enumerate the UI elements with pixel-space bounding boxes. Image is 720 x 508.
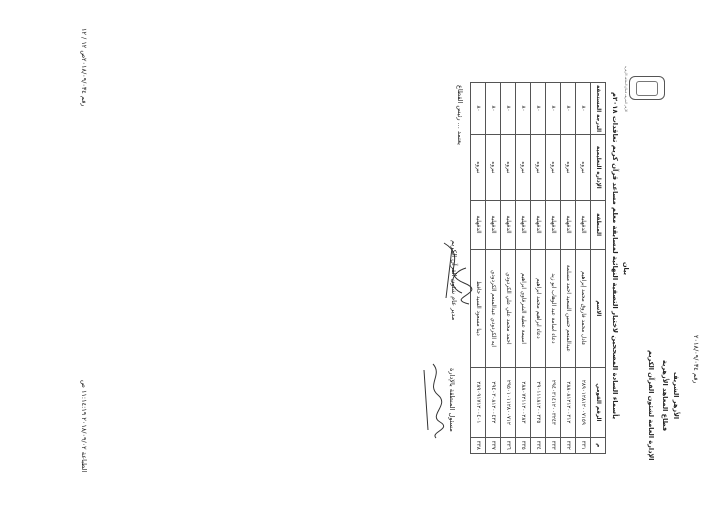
header-department: الإدارة العامة لشئون القرآن الكريم xyxy=(647,350,655,461)
region-official-label: مسئول المنطقة بالإدارة xyxy=(448,368,456,432)
col-header-index: م xyxy=(590,437,606,454)
cell-index: ٣٣١ xyxy=(575,437,591,454)
footer-ref-number: رقم ٢٠١٨/٠٩/٠٣٤ xyxy=(80,58,88,107)
table-header-row: م الرقم القومي الاسم المنطقة الإدارة الت… xyxy=(590,82,606,454)
cell-name: عبدالمنعم حسين السعيد احمد مسلمة xyxy=(560,249,576,368)
cell-admin: نبروه xyxy=(560,134,576,201)
footer-print-date: الطباعة ٢٠١٨/٠٩/٠٢ ١١:١٤:١٩ ص xyxy=(80,380,88,473)
header-sector: قطاع المعاهد الأزهرية xyxy=(661,360,669,432)
cell-name: احمد محمد علي علي الكردودي xyxy=(500,249,516,368)
footer-page-number: ص ١٢ / ١٢ xyxy=(80,28,88,59)
col-header-region: المنطقة xyxy=(590,200,606,249)
cell-region: الدقهلية xyxy=(530,200,546,249)
cell-national-id: ٢٨٩٠٩١٧١٢٠٠٤٠١ xyxy=(470,367,486,437)
cell-region: الدقهلية xyxy=(485,200,501,249)
cell-index: ٣٣٦ xyxy=(500,437,516,454)
region-official-signature xyxy=(423,363,445,439)
cell-index: ٣٣٥ xyxy=(515,437,531,454)
cell-grade: ٨٠ xyxy=(470,82,486,135)
cell-index: ٣٣٣ xyxy=(545,437,561,454)
cell-name: دعاء ابراهيم محمد ابراهيم xyxy=(530,249,546,368)
col-header-admin: الإدارة التعليمية xyxy=(590,134,606,201)
director-signature xyxy=(443,242,473,305)
doc-label: بيان xyxy=(622,262,630,276)
col-header-national-id: الرقم القومي xyxy=(590,367,606,437)
cell-grade: ٨٠ xyxy=(560,82,576,135)
cell-admin: نبروه xyxy=(530,134,546,201)
cell-grade: ٨٠ xyxy=(485,82,501,135)
cell-index: ٣٣٨ xyxy=(470,437,486,454)
cell-admin: نبروه xyxy=(545,134,561,201)
document-title: بأسماء السادة المصححين لاختبار التصفية ا… xyxy=(611,92,619,420)
cell-admin: نبروه xyxy=(500,134,516,201)
cell-grade: ٨٠ xyxy=(500,82,516,135)
col-header-name: الاسم xyxy=(590,249,606,368)
cell-grade: ٨٠ xyxy=(545,82,561,135)
cell-admin: نبروه xyxy=(575,134,591,201)
cell-region: الدقهلية xyxy=(515,200,531,249)
cell-national-id: ٢٩٠١١١٨١٢٠٠٣٣٥ xyxy=(530,367,546,437)
cell-region: الدقهلية xyxy=(575,200,591,249)
cell-national-id: ٢٨٨٠٧٢١١٢٠٠٢٨٣ xyxy=(515,367,531,437)
cell-national-id: ٢٩٥٠١٠١١٢٨٠٠٧١٢ xyxy=(500,367,516,437)
cell-name: ايه الكردودي عبدالمنعم الكردودي xyxy=(485,249,501,368)
cell-region: الدقهلية xyxy=(545,200,561,249)
cell-index: ٣٣٢ xyxy=(560,437,576,454)
cell-admin: نبروه xyxy=(470,134,486,201)
cell-grade: ٨٠ xyxy=(515,82,531,135)
cell-index: ٣٣٤ xyxy=(530,437,546,454)
header-org: الأزهر الشريف xyxy=(672,372,680,420)
cell-grade: ٨٠ xyxy=(575,82,591,135)
cell-grade: ٨٠ xyxy=(530,82,546,135)
examiners-table: م الرقم القومي الاسم المنطقة الإدارة الت… xyxy=(470,82,606,454)
cell-national-id: ٢٨٩٠١٢٨١٢٠٠٧١٥٩ xyxy=(575,367,591,437)
cell-name: دعاء اسامة عبد الوهاب ابو زيد xyxy=(545,249,561,368)
approval-label: يعتمد ... رئيس القطاع xyxy=(456,85,464,145)
cell-index: ٣٣٧ xyxy=(485,437,501,454)
cell-admin: نبروه xyxy=(485,134,501,201)
director-label: مدير عام شئون القرآن الكريم xyxy=(450,240,458,321)
cell-national-id: ٢٨٨٠٨١٢١٢٠٠٣١٢ xyxy=(560,367,576,437)
cell-region: الدقهلية xyxy=(500,200,516,249)
azhar-logo xyxy=(629,76,665,100)
cell-national-id: ٢٩٤٠٣٠٨١٢٠٠٤٣٢ xyxy=(485,367,501,437)
cell-admin: نبروه xyxy=(515,134,531,201)
cell-name: اسيمة عطية الشرقاوي ابراهيم xyxy=(515,249,531,368)
logo-caption: الأزهر الشريف قطاع المعاهد الأزهرية xyxy=(624,65,628,113)
cell-name: عادل محمد فاروق محمد إبراهيم xyxy=(575,249,591,368)
col-header-grade: الدرجة المستحقة xyxy=(590,82,606,135)
header-ref-number: رقم ٢٠١٨/٠٩/٠٣٤ xyxy=(692,335,700,384)
cell-region: الدقهلية xyxy=(560,200,576,249)
cell-national-id: ٢٩٤٠٣١٤١٢٠٠٣٢٤٣ xyxy=(545,367,561,437)
